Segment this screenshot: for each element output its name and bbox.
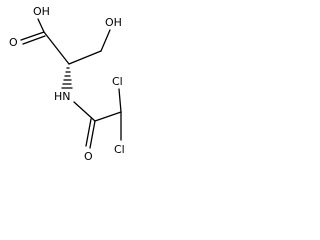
bond-amide-c-chcl2 bbox=[94, 111, 122, 122]
bond-cooh-c-o-double-a bbox=[20, 31, 45, 41]
bond-amide-co-b bbox=[85, 118, 92, 147]
bond-cooh-c-alpha bbox=[43, 31, 70, 65]
bond-ch2-oh bbox=[100, 29, 111, 52]
atom-label-carbonyl-o-acid: O bbox=[9, 36, 18, 49]
atom-label-hydroxyl-oh: OH bbox=[105, 16, 122, 29]
atom-label-chlorine-1: Cl bbox=[112, 75, 123, 88]
atom-label-carbonyl-o-amide: O bbox=[84, 150, 93, 163]
bond-cooh-oh bbox=[37, 18, 45, 33]
bond-cooh-c-o-double-b bbox=[22, 35, 46, 45]
atom-label-amide-nh: HN bbox=[54, 90, 71, 103]
bond-alpha-ch2 bbox=[68, 50, 102, 65]
bond-amide-co-a bbox=[89, 120, 96, 149]
atom-label-chlorine-2: Cl bbox=[114, 143, 125, 156]
bond-n-amide-c bbox=[73, 101, 96, 122]
atom-label-carboxyl-oh: OH bbox=[33, 5, 50, 18]
bond-c-cl-upper bbox=[118, 88, 122, 113]
molecule-structure: OH O OH HN Cl Cl O bbox=[9, 5, 125, 163]
